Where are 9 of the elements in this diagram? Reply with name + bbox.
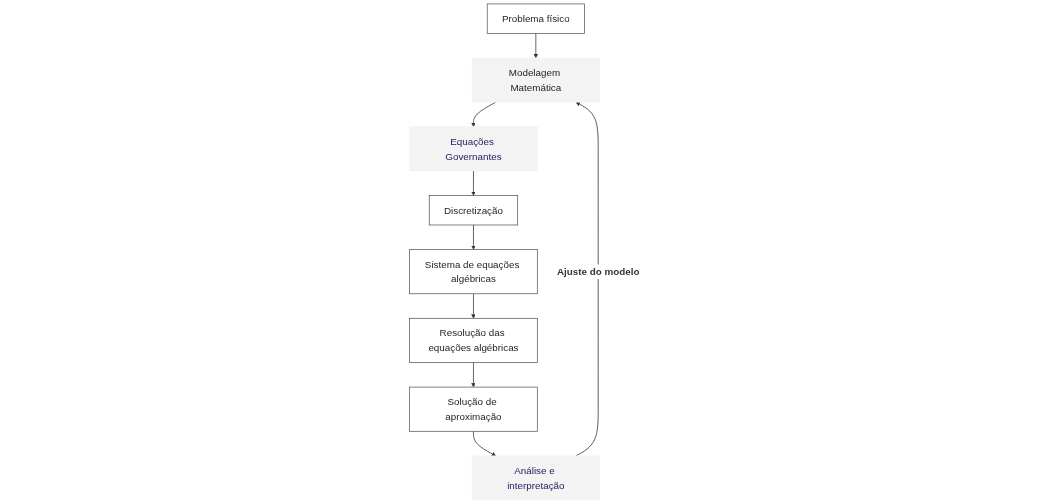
node-box: Problema físico <box>486 3 585 34</box>
node-box: Discretização <box>428 195 519 226</box>
node-box: Análise e interpretação <box>471 455 600 501</box>
node-box: Solução de aproximação <box>409 386 538 432</box>
node-box: Equações Governantes <box>409 126 538 172</box>
node-box: Sistema de equações algébricas <box>409 249 538 295</box>
node-box: Resolução das equações algébricas <box>409 317 538 363</box>
node-box: Modelagem Matemática <box>471 57 600 103</box>
edge-label: Ajuste do modelo <box>556 266 640 278</box>
